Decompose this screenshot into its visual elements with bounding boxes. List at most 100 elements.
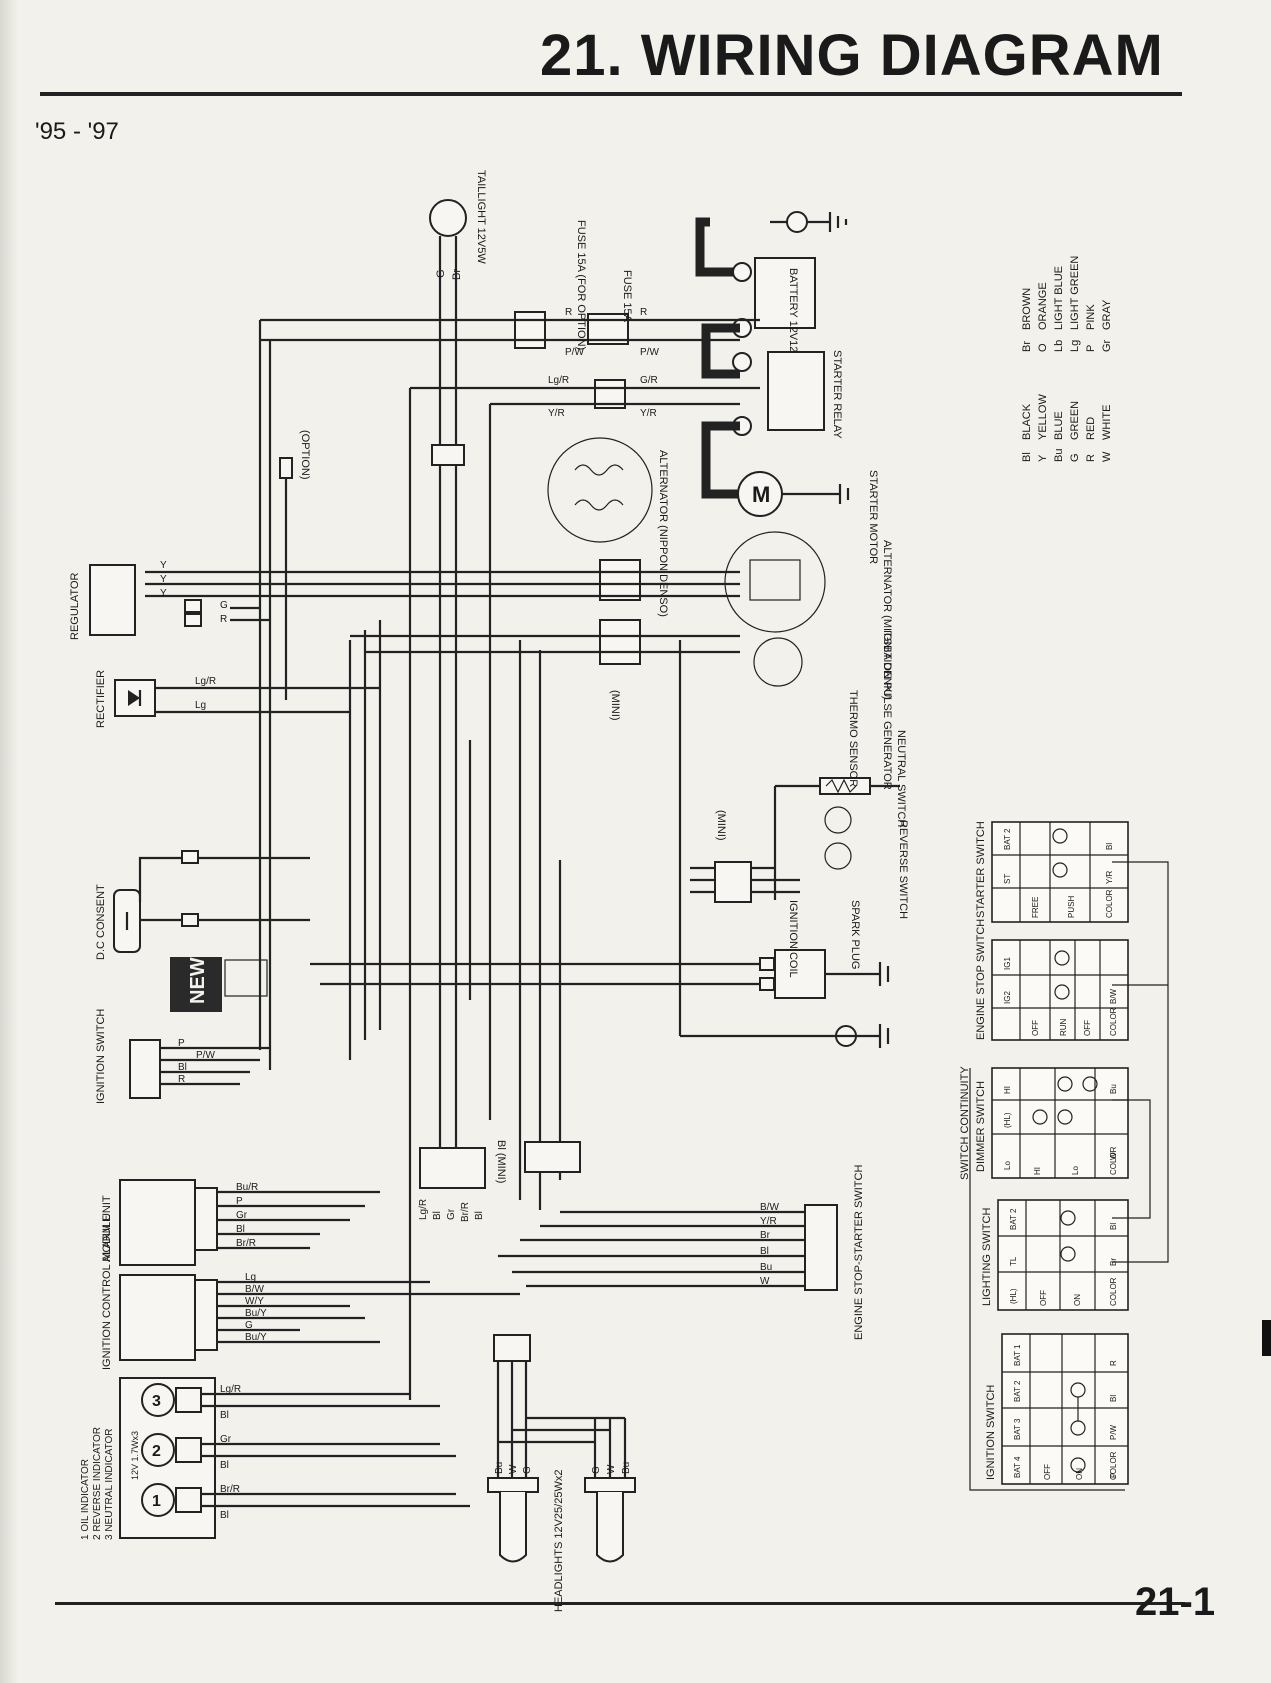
indicator-wire-brr: Br/R bbox=[220, 1484, 240, 1495]
svg-text:2: 2 bbox=[152, 1443, 161, 1460]
page-title: 21. WIRING DIAGRAM bbox=[540, 23, 1164, 88]
neutral-indicator-label: 3 NEUTRAL INDICATOR bbox=[104, 1429, 115, 1541]
indicator-lamps: 3 2 1 12V 1.7Wx3 1 OIL INDICATOR 2 REVER… bbox=[80, 1377, 470, 1541]
engine-stop-row-run: RUN bbox=[1059, 1018, 1068, 1036]
center-bundle: Bl (MINI) Lg/R Bl Gr Br/R Bl bbox=[418, 1140, 581, 1222]
engine-stop-row-off2: OFF bbox=[1083, 1020, 1092, 1036]
indicator-bulb-label: 12V 1.7Wx3 bbox=[130, 1431, 140, 1480]
dimmer-row-color: COLOR bbox=[1109, 1146, 1118, 1175]
regulator-label: REGULATOR bbox=[69, 573, 81, 640]
icm-wire-buy2: Bu/Y bbox=[245, 1332, 267, 1343]
alarm-wire-gr: Gr bbox=[236, 1210, 248, 1221]
ignition-switch-table bbox=[1001, 1333, 1129, 1485]
headlight-right-w: W bbox=[606, 1464, 617, 1474]
engine-stop-starter-label: ENGINE STOP-STARTER SWITCH bbox=[853, 1165, 865, 1340]
lighting-switch-table bbox=[997, 1199, 1129, 1311]
oil-indicator-label: 1 OIL INDICATOR bbox=[80, 1459, 91, 1540]
legend-name-light-green: LIGHT GREEN bbox=[1069, 256, 1081, 330]
alarm-wire-p: P bbox=[236, 1196, 243, 1207]
thermo-sensor-label: THERMO SENSOR bbox=[847, 690, 859, 787]
dimmer-col-hi: HI bbox=[1003, 1086, 1012, 1094]
year-range: '95 - '97 bbox=[35, 118, 119, 145]
starter-row-free: FREE bbox=[1031, 897, 1040, 918]
taillight-label: TAILLIGHT 12V5W bbox=[475, 170, 487, 264]
dimmer-col-hl: (HL) bbox=[1003, 1112, 1012, 1128]
legend-code-o: O bbox=[1037, 343, 1049, 352]
ignition-switch-label: IGNITION SWITCH bbox=[95, 1009, 107, 1104]
fuse-wire-r1: R bbox=[565, 307, 572, 318]
spark-plug-label: SPARK PLUG bbox=[849, 900, 861, 970]
engine-stop-row-color: COLOR bbox=[1109, 1007, 1118, 1036]
ignition-col-bat1: BAT 1 bbox=[1013, 1344, 1022, 1366]
legend-code-br: Br bbox=[1021, 341, 1033, 352]
ignition-col-bat2: BAT 2 bbox=[1013, 1380, 1022, 1402]
dimmer-color-bu: Bu bbox=[1109, 1084, 1118, 1094]
lighting-row-color: COLOR bbox=[1109, 1277, 1118, 1306]
starter-switch-title: STARTER SWITCH bbox=[975, 821, 987, 918]
engine-stop-col-ig1: IG1 bbox=[1003, 957, 1012, 970]
regulator-wire-y1: Y bbox=[160, 560, 167, 571]
legend-code-bl: Bl bbox=[1021, 452, 1033, 462]
legend-code-lg: Lg bbox=[1069, 340, 1081, 352]
icm-wire-lg: Lg bbox=[245, 1272, 256, 1283]
alarm-wire-brr: Br/R bbox=[236, 1238, 256, 1249]
legend-name-light-blue: LIGHT BLUE bbox=[1053, 266, 1065, 330]
legend-code-g: G bbox=[1069, 453, 1081, 462]
lighting-col-hl: (HL) bbox=[1009, 1288, 1018, 1304]
title-rule bbox=[40, 92, 1182, 96]
engine-stop-row-off1: OFF bbox=[1031, 1020, 1040, 1036]
neutral-switch-label: NEUTRAL SWITCH bbox=[895, 730, 907, 827]
indicator-wire-lgr: Lg/R bbox=[220, 1384, 241, 1395]
alternator-nippon: ALTERNATOR (NIPPON DENSO) bbox=[547, 437, 669, 617]
bundle-wire-lgr: Lg/R bbox=[418, 1199, 429, 1220]
legend-code-lb: Lb bbox=[1053, 340, 1065, 352]
bl-mini-label: Bl (MINI) bbox=[495, 1140, 507, 1183]
headlights-label: HEADLIGHTS 12V25/25Wx2 bbox=[553, 1470, 565, 1612]
regulator-wire-g: G bbox=[220, 600, 228, 611]
relay-wire-lgr: Lg/R bbox=[548, 375, 569, 386]
headlight-left-bu: Bu bbox=[494, 1462, 505, 1474]
legend-name-red: RED bbox=[1085, 417, 1097, 440]
legend-code-p: P bbox=[1085, 345, 1097, 352]
icm-wire-buy: Bu/Y bbox=[245, 1308, 267, 1319]
alternator-mitsuba-label: ALTERNATOR (MITSBA DENKI) bbox=[881, 540, 893, 700]
indicator-wire-bl2: Bl bbox=[220, 1460, 229, 1471]
section-tab bbox=[1262, 1320, 1271, 1356]
svg-text:M: M bbox=[752, 482, 770, 507]
taillight: TAILLIGHT 12V5W G Br bbox=[429, 170, 487, 280]
indicator-wire-bl3: Bl bbox=[220, 1510, 229, 1521]
alarm-unit-label: ALARM UNIT bbox=[101, 1195, 113, 1262]
switch-continuity: SWITCH CONTINUITY STARTER SWITCH BAT 2 S… bbox=[959, 821, 1169, 1491]
legend-name-gray: GRAY bbox=[1101, 299, 1113, 330]
rectifier-wire-lg: Lg bbox=[195, 700, 206, 711]
stop-starter-wire-bu: Bu bbox=[760, 1262, 772, 1273]
legend-name-white: WHITE bbox=[1101, 405, 1113, 440]
engine-stop-switch-table bbox=[991, 939, 1129, 1041]
starter-switch-table bbox=[991, 821, 1129, 923]
indicator-wire-gr: Gr bbox=[220, 1434, 232, 1445]
regulator-wire-r: R bbox=[220, 614, 227, 625]
stop-starter-wire-bl: Bl bbox=[760, 1246, 769, 1257]
ignition-coil-label: IGNITION COIL bbox=[787, 900, 799, 978]
headlight-left-g: G bbox=[522, 1466, 533, 1474]
legend-code-y: Y bbox=[1037, 454, 1049, 462]
ignition-pulse-label: IGNITION PULSE GENERATOR bbox=[881, 630, 893, 790]
headlights: HEADLIGHTS 12V25/25Wx2 Bu W G G W Bu bbox=[487, 1334, 636, 1612]
alternator-mitsuba: ALTERNATOR (MITSBA DENKI) IGNITION PULSE… bbox=[145, 531, 893, 790]
engine-stop-col-ig2: IG2 bbox=[1003, 991, 1012, 1004]
svg-text:1: 1 bbox=[152, 1493, 161, 1510]
legend-name-orange: ORANGE bbox=[1037, 282, 1049, 330]
lighting-row-off: OFF bbox=[1039, 1290, 1048, 1306]
relay-wire-yr: Y/R bbox=[548, 408, 565, 419]
headlight-right-bu: Bu bbox=[621, 1462, 632, 1474]
starter-row-color: COLOR bbox=[1105, 889, 1114, 918]
indicator-wire-bl1: Bl bbox=[220, 1410, 229, 1421]
engine-stop-color-bw: B/W bbox=[1109, 988, 1118, 1004]
bundle-wire-gr: Gr bbox=[446, 1208, 457, 1220]
headlight-left-w: W bbox=[508, 1464, 519, 1474]
page-number: 21-1 bbox=[1135, 1580, 1216, 1624]
fuse-main-label: FUSE 15A bbox=[621, 270, 633, 323]
engine-stop-starter-switch: ENGINE STOP-STARTER SWITCH B/W Y/R Br Bl… bbox=[498, 1165, 865, 1340]
ignition-row-color: COLOR bbox=[1109, 1451, 1118, 1480]
alarm-wire-bur: Bu/R bbox=[236, 1182, 258, 1193]
